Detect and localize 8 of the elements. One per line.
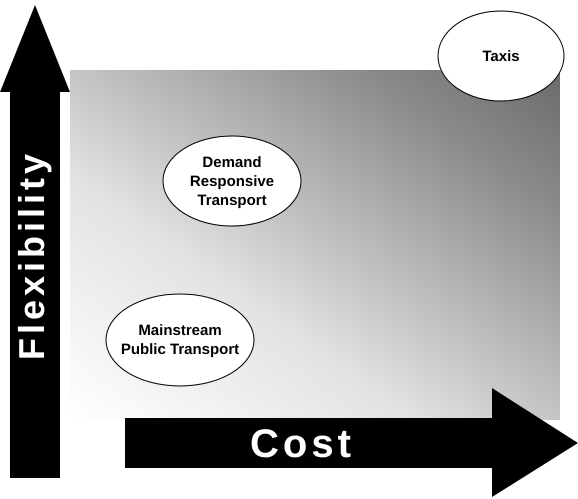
axis-label: Flexibility <box>14 150 50 360</box>
node-label: Mainstream Public Transport <box>120 321 240 359</box>
node-label: Taxis <box>481 46 521 66</box>
category-ellipse <box>105 293 255 387</box>
category-ellipse <box>162 135 302 227</box>
axis-label: Cost <box>250 424 355 464</box>
category-ellipse <box>437 10 565 102</box>
node-label: Demand Responsive Transport <box>188 152 276 210</box>
